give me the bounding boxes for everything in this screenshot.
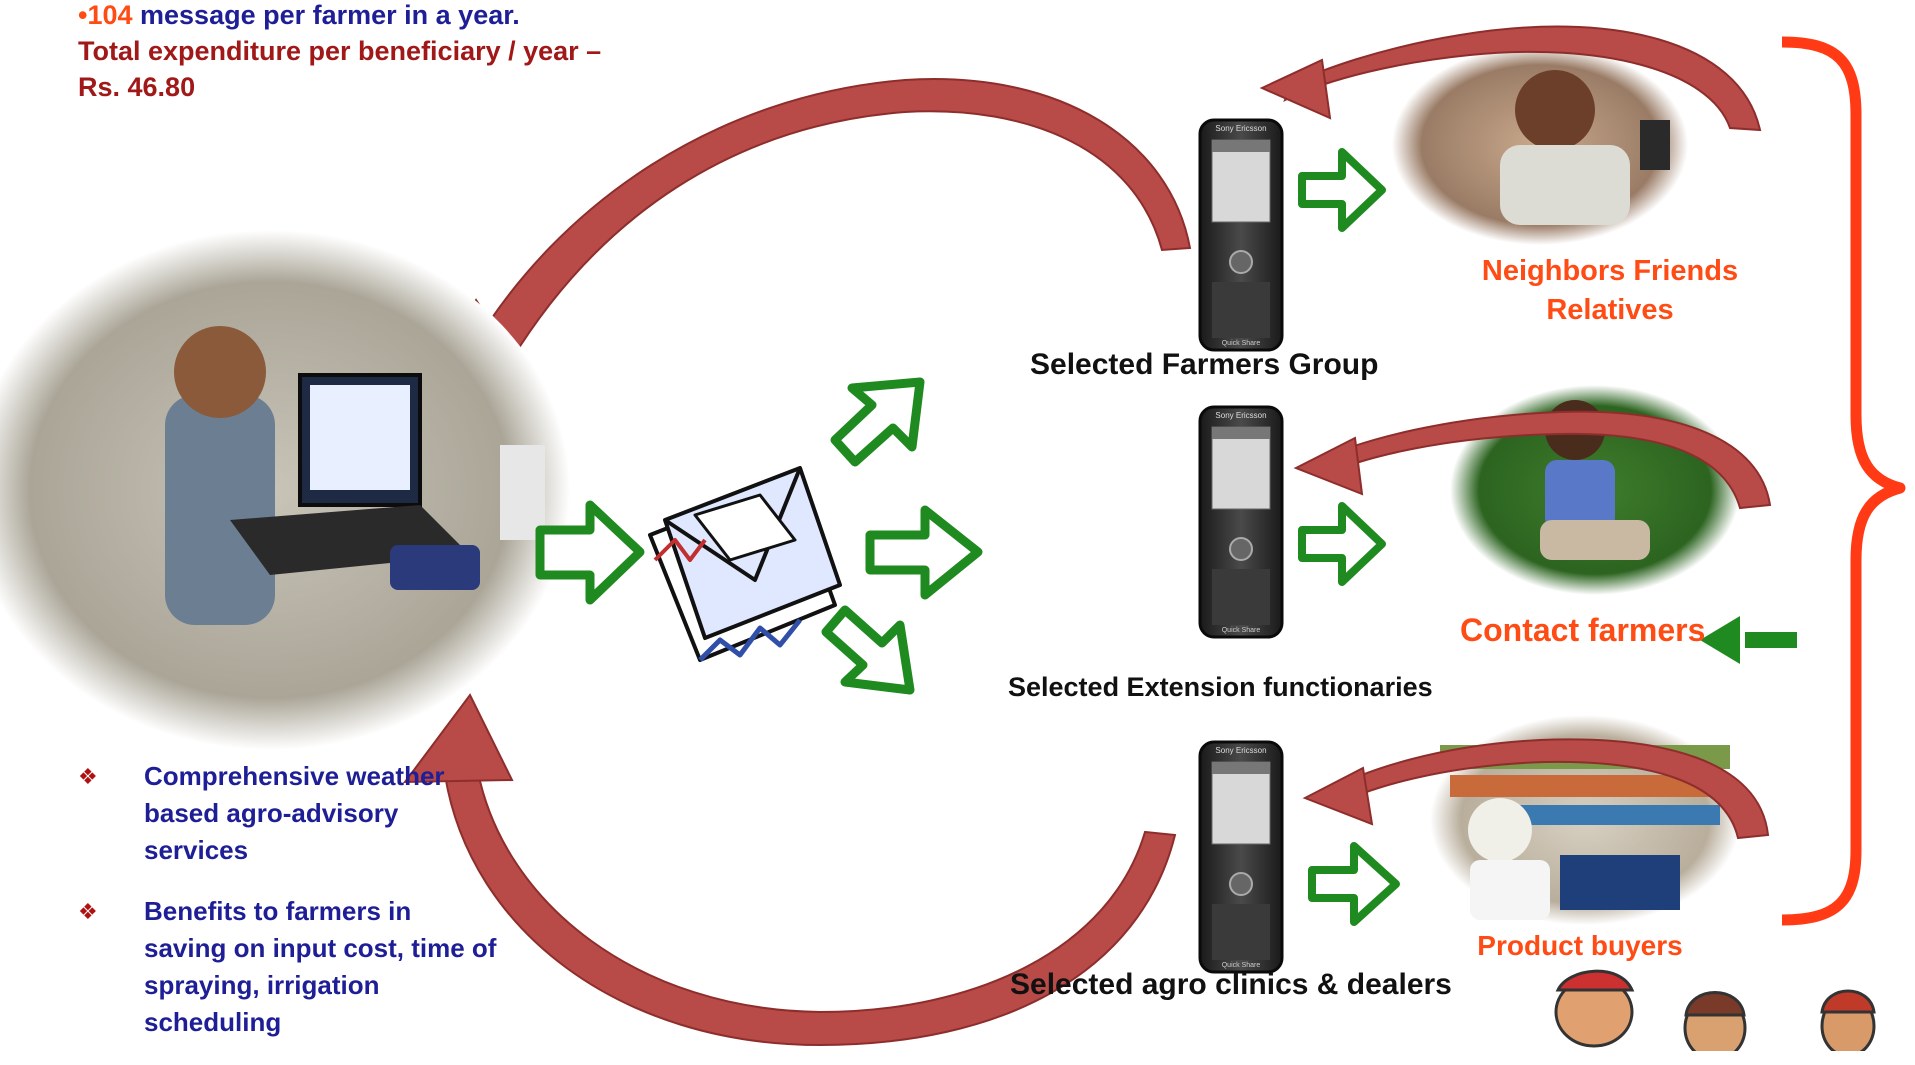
- phone-1-key-label: Quick Share: [1222, 340, 1261, 347]
- farmer-cartoon-1: [1554, 969, 1635, 1048]
- messages-count: 104: [87, 0, 133, 30]
- messages-text: message per farmer in a year.: [132, 0, 520, 30]
- neighbors-line: Neighbors Friends: [1481, 255, 1739, 287]
- diamond-bullet-icon: ❖: [78, 764, 98, 789]
- green-arrow-pc-to-envelope: [535, 500, 645, 605]
- mobile-phone-2: [1198, 405, 1284, 639]
- list-item-text: Benefits to farmers in saving on input c…: [144, 896, 497, 1037]
- list-item-text: Comprehensive weather based agro-advisor…: [144, 761, 445, 865]
- neighbors-label: Neighbors Friends Relatives: [1440, 255, 1780, 327]
- green-arrow-phone2: [1298, 502, 1386, 586]
- farmer-cartoon-3: [1820, 989, 1876, 1051]
- small-loop-arrow-2-head: [1293, 436, 1364, 496]
- dashed-arrow-segment: [1745, 632, 1797, 648]
- phone-3-key-label: Quick Share: [1222, 962, 1261, 969]
- farmer-cartoon-2: [1683, 991, 1747, 1051]
- loop-arrow-bottom-head: [402, 693, 514, 784]
- phone-1-brand: Sony Ericsson: [1215, 124, 1266, 133]
- expenditure-line: Total expenditure per beneficiary / year…: [78, 36, 602, 66]
- cost-note: •104 message per farmer in a year. Total…: [78, 0, 638, 105]
- list-item: ❖ Comprehensive weather based agro-advis…: [78, 758, 498, 869]
- small-loop-arrow-1-head: [1259, 58, 1332, 120]
- diamond-bullet-icon: ❖: [78, 899, 98, 924]
- messages-per-year-line: •104 message per farmer in a year.: [78, 0, 638, 33]
- loop-arrow-bottom: [443, 770, 1177, 1047]
- green-arrow-phone3: [1308, 842, 1400, 926]
- bullet-dot: •: [78, 0, 88, 30]
- phone-3-brand: Sony Ericsson: [1215, 746, 1266, 755]
- list-item: ❖ Benefits to farmers in saving on input…: [78, 893, 498, 1041]
- small-loop-arrow-3-head: [1302, 766, 1374, 826]
- expenditure-amount: Rs. 46.80: [78, 72, 196, 102]
- green-arrow-envelope-right: [865, 505, 983, 600]
- green-arrow-envelope-down: [821, 605, 915, 695]
- phone-2-brand: Sony Ericsson: [1215, 411, 1266, 420]
- product-buyers-label: Product buyers: [1477, 930, 1683, 961]
- mobile-phone-1: [1198, 118, 1284, 352]
- relatives-line: Relatives: [1546, 294, 1674, 326]
- dashed-arrow-head: [1700, 616, 1740, 664]
- green-arrow-envelope-up: [830, 377, 925, 467]
- extension-functionaries-caption: Selected Extension functionaries: [1008, 672, 1433, 702]
- green-arrow-phone1: [1298, 148, 1386, 232]
- neighbors-photo: [1392, 45, 1688, 245]
- computer-operator-photo: [0, 230, 570, 750]
- envelope-clipart: [648, 466, 842, 662]
- curly-brace: [1781, 36, 1906, 926]
- phone-2-key-label: Quick Share: [1222, 627, 1261, 634]
- farmers-group-caption: Selected Farmers Group: [1030, 348, 1379, 381]
- contact-farmers-label: Contact farmers: [1460, 612, 1706, 648]
- mobile-phone-3: [1198, 740, 1284, 974]
- loop-arrow-top: [468, 78, 1192, 364]
- agro-clinics-caption: Selected agro clinics & dealers: [1010, 968, 1452, 1001]
- benefits-list: ❖ Comprehensive weather based agro-advis…: [78, 758, 498, 1065]
